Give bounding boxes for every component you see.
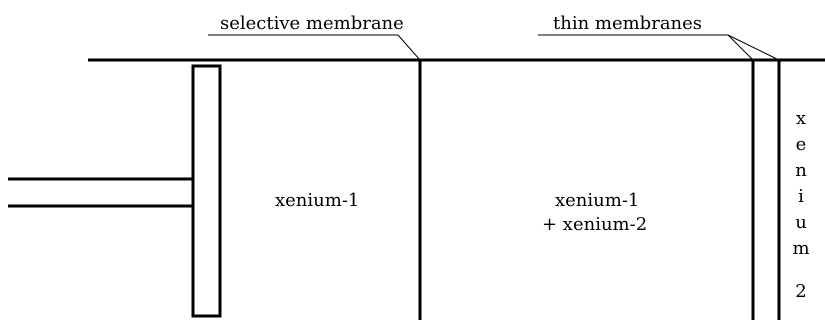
piston-plate	[191, 64, 222, 318]
right-chamber-letter: x	[796, 108, 806, 129]
thin-membranes-label: thin membranes	[553, 13, 702, 34]
middle-chamber-label-line2: + xenium-2	[542, 214, 647, 235]
middle-chamber-label-line1: xenium-1	[555, 190, 639, 211]
left-chamber-label: xenium-1	[275, 190, 359, 211]
right-chamber-letter: e	[796, 134, 807, 155]
right-chamber-vertical-label: x e n i u m 2	[792, 108, 809, 302]
selective-membrane-leader	[397, 34, 421, 61]
right-chamber-letter: u	[795, 212, 807, 233]
selective-membrane-label: selective membrane	[220, 13, 404, 34]
right-chamber-letter: m	[792, 238, 809, 259]
right-chamber-letter: i	[798, 186, 804, 207]
thin-membranes-leader-left	[727, 34, 754, 61]
right-chamber-letter: 2	[795, 281, 806, 302]
right-chamber-letter: n	[795, 160, 807, 181]
thin-membranes-leader-right	[727, 34, 780, 61]
